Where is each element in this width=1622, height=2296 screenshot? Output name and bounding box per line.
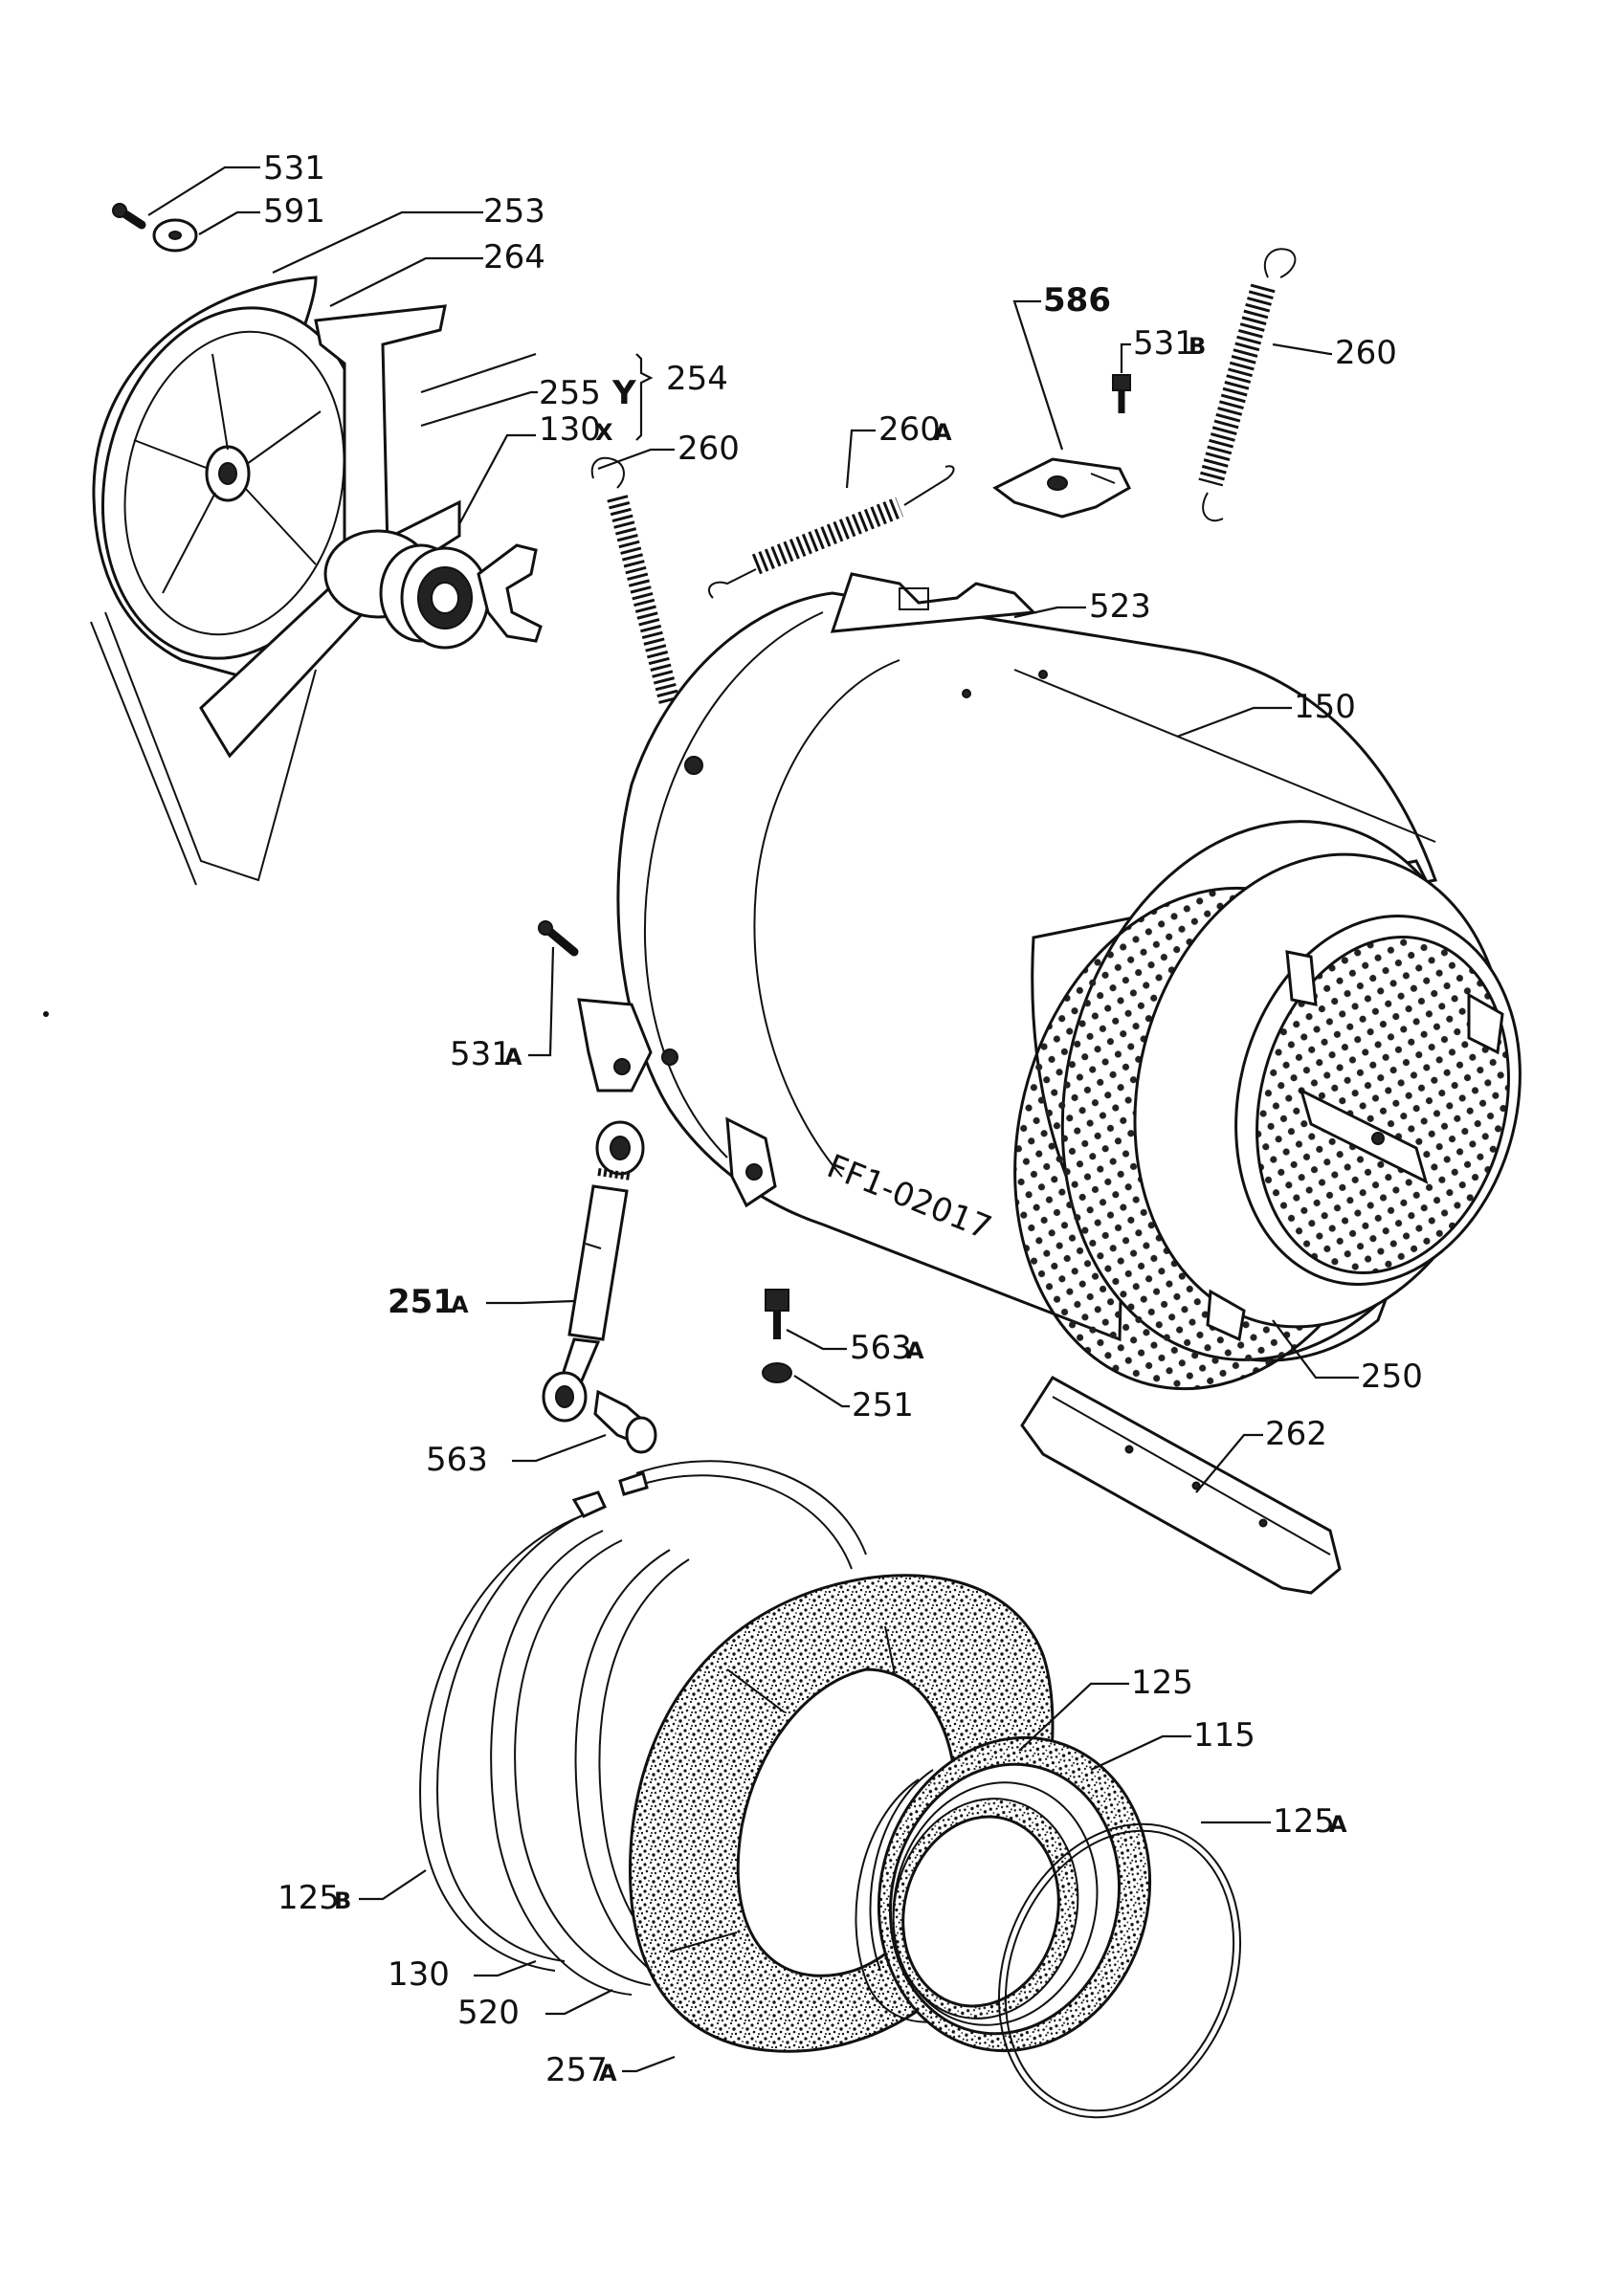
spring-260a (708, 465, 955, 599)
bolt-531a (538, 920, 579, 957)
seal-255 (477, 543, 543, 643)
clamp-ring-125a (997, 1822, 1242, 2119)
label-125b-suffix: B (334, 1888, 351, 1914)
clamp-band-125b (419, 1490, 607, 1972)
label-257a-suffix: A (599, 2060, 617, 2086)
label-586: 586 (1043, 281, 1111, 320)
label-523: 523 (1089, 587, 1151, 626)
label-563a: 563 (850, 1329, 912, 1367)
part-labels: 531 591 253 264 255 Y 254 130 X 260 260 … (263, 149, 1423, 2089)
label-115: 115 (1193, 1716, 1255, 1755)
door-seal-115 (877, 1735, 1152, 2053)
label-250: 250 (1361, 1358, 1423, 1396)
bolt-563 (593, 1389, 657, 1454)
label-255-suffix: Y (611, 374, 636, 412)
label-255: 255 (539, 374, 601, 412)
stray-dot (43, 1011, 49, 1017)
pulley-253 (90, 276, 368, 886)
label-254: 254 (666, 360, 728, 398)
label-125a-suffix: A (1329, 1811, 1347, 1838)
label-531a: 531 (450, 1035, 512, 1073)
label-531: 531 (263, 149, 325, 188)
label-150: 150 (1294, 688, 1356, 726)
label-563a-suffix: A (906, 1337, 924, 1364)
label-130: 130 (388, 1955, 450, 1994)
label-260-right: 260 (1335, 334, 1397, 372)
washer-251 (762, 1362, 792, 1383)
bracket-586 (992, 457, 1131, 519)
label-253: 253 (483, 192, 545, 231)
label-251a: 251 (388, 1283, 455, 1321)
label-563: 563 (426, 1441, 488, 1479)
inner-drum-250 (1013, 820, 1522, 1391)
bolt-563a (765, 1289, 789, 1339)
counterweight-262 (1020, 1376, 1342, 1595)
leader-lines (147, 166, 1359, 2073)
label-591: 591 (263, 192, 325, 231)
label-260-left: 260 (678, 430, 740, 468)
label-130x: 130 (539, 410, 601, 449)
label-125b: 125 (278, 1879, 340, 1917)
label-260a: 260 (878, 410, 941, 449)
label-260a-suffix: A (934, 419, 952, 446)
bolt-531 (112, 203, 146, 230)
label-251a-suffix: A (451, 1292, 469, 1318)
label-531a-suffix: A (504, 1044, 522, 1071)
label-531b: 531 (1133, 324, 1195, 363)
washer-591 (152, 218, 198, 253)
label-130x-suffix: X (595, 419, 613, 446)
label-125a: 125 (1273, 1802, 1335, 1841)
label-264: 264 (483, 238, 545, 276)
label-257a: 257 (545, 2051, 608, 2089)
label-531b-suffix: B (1189, 333, 1206, 360)
label-262: 262 (1265, 1415, 1327, 1453)
spring-260-right (1198, 248, 1297, 521)
ring-125 (855, 1769, 948, 2023)
shock-absorber-251a (542, 1120, 645, 1423)
label-520: 520 (457, 1994, 520, 2032)
label-125: 125 (1131, 1664, 1193, 1702)
bolt-531b (1112, 374, 1131, 413)
gasket-520 (490, 1460, 867, 2000)
bearing-130x (379, 543, 490, 650)
outer-tub-150: FF1-02017 (577, 572, 1438, 1342)
label-251: 251 (852, 1386, 914, 1424)
spring-260-left (590, 456, 688, 732)
